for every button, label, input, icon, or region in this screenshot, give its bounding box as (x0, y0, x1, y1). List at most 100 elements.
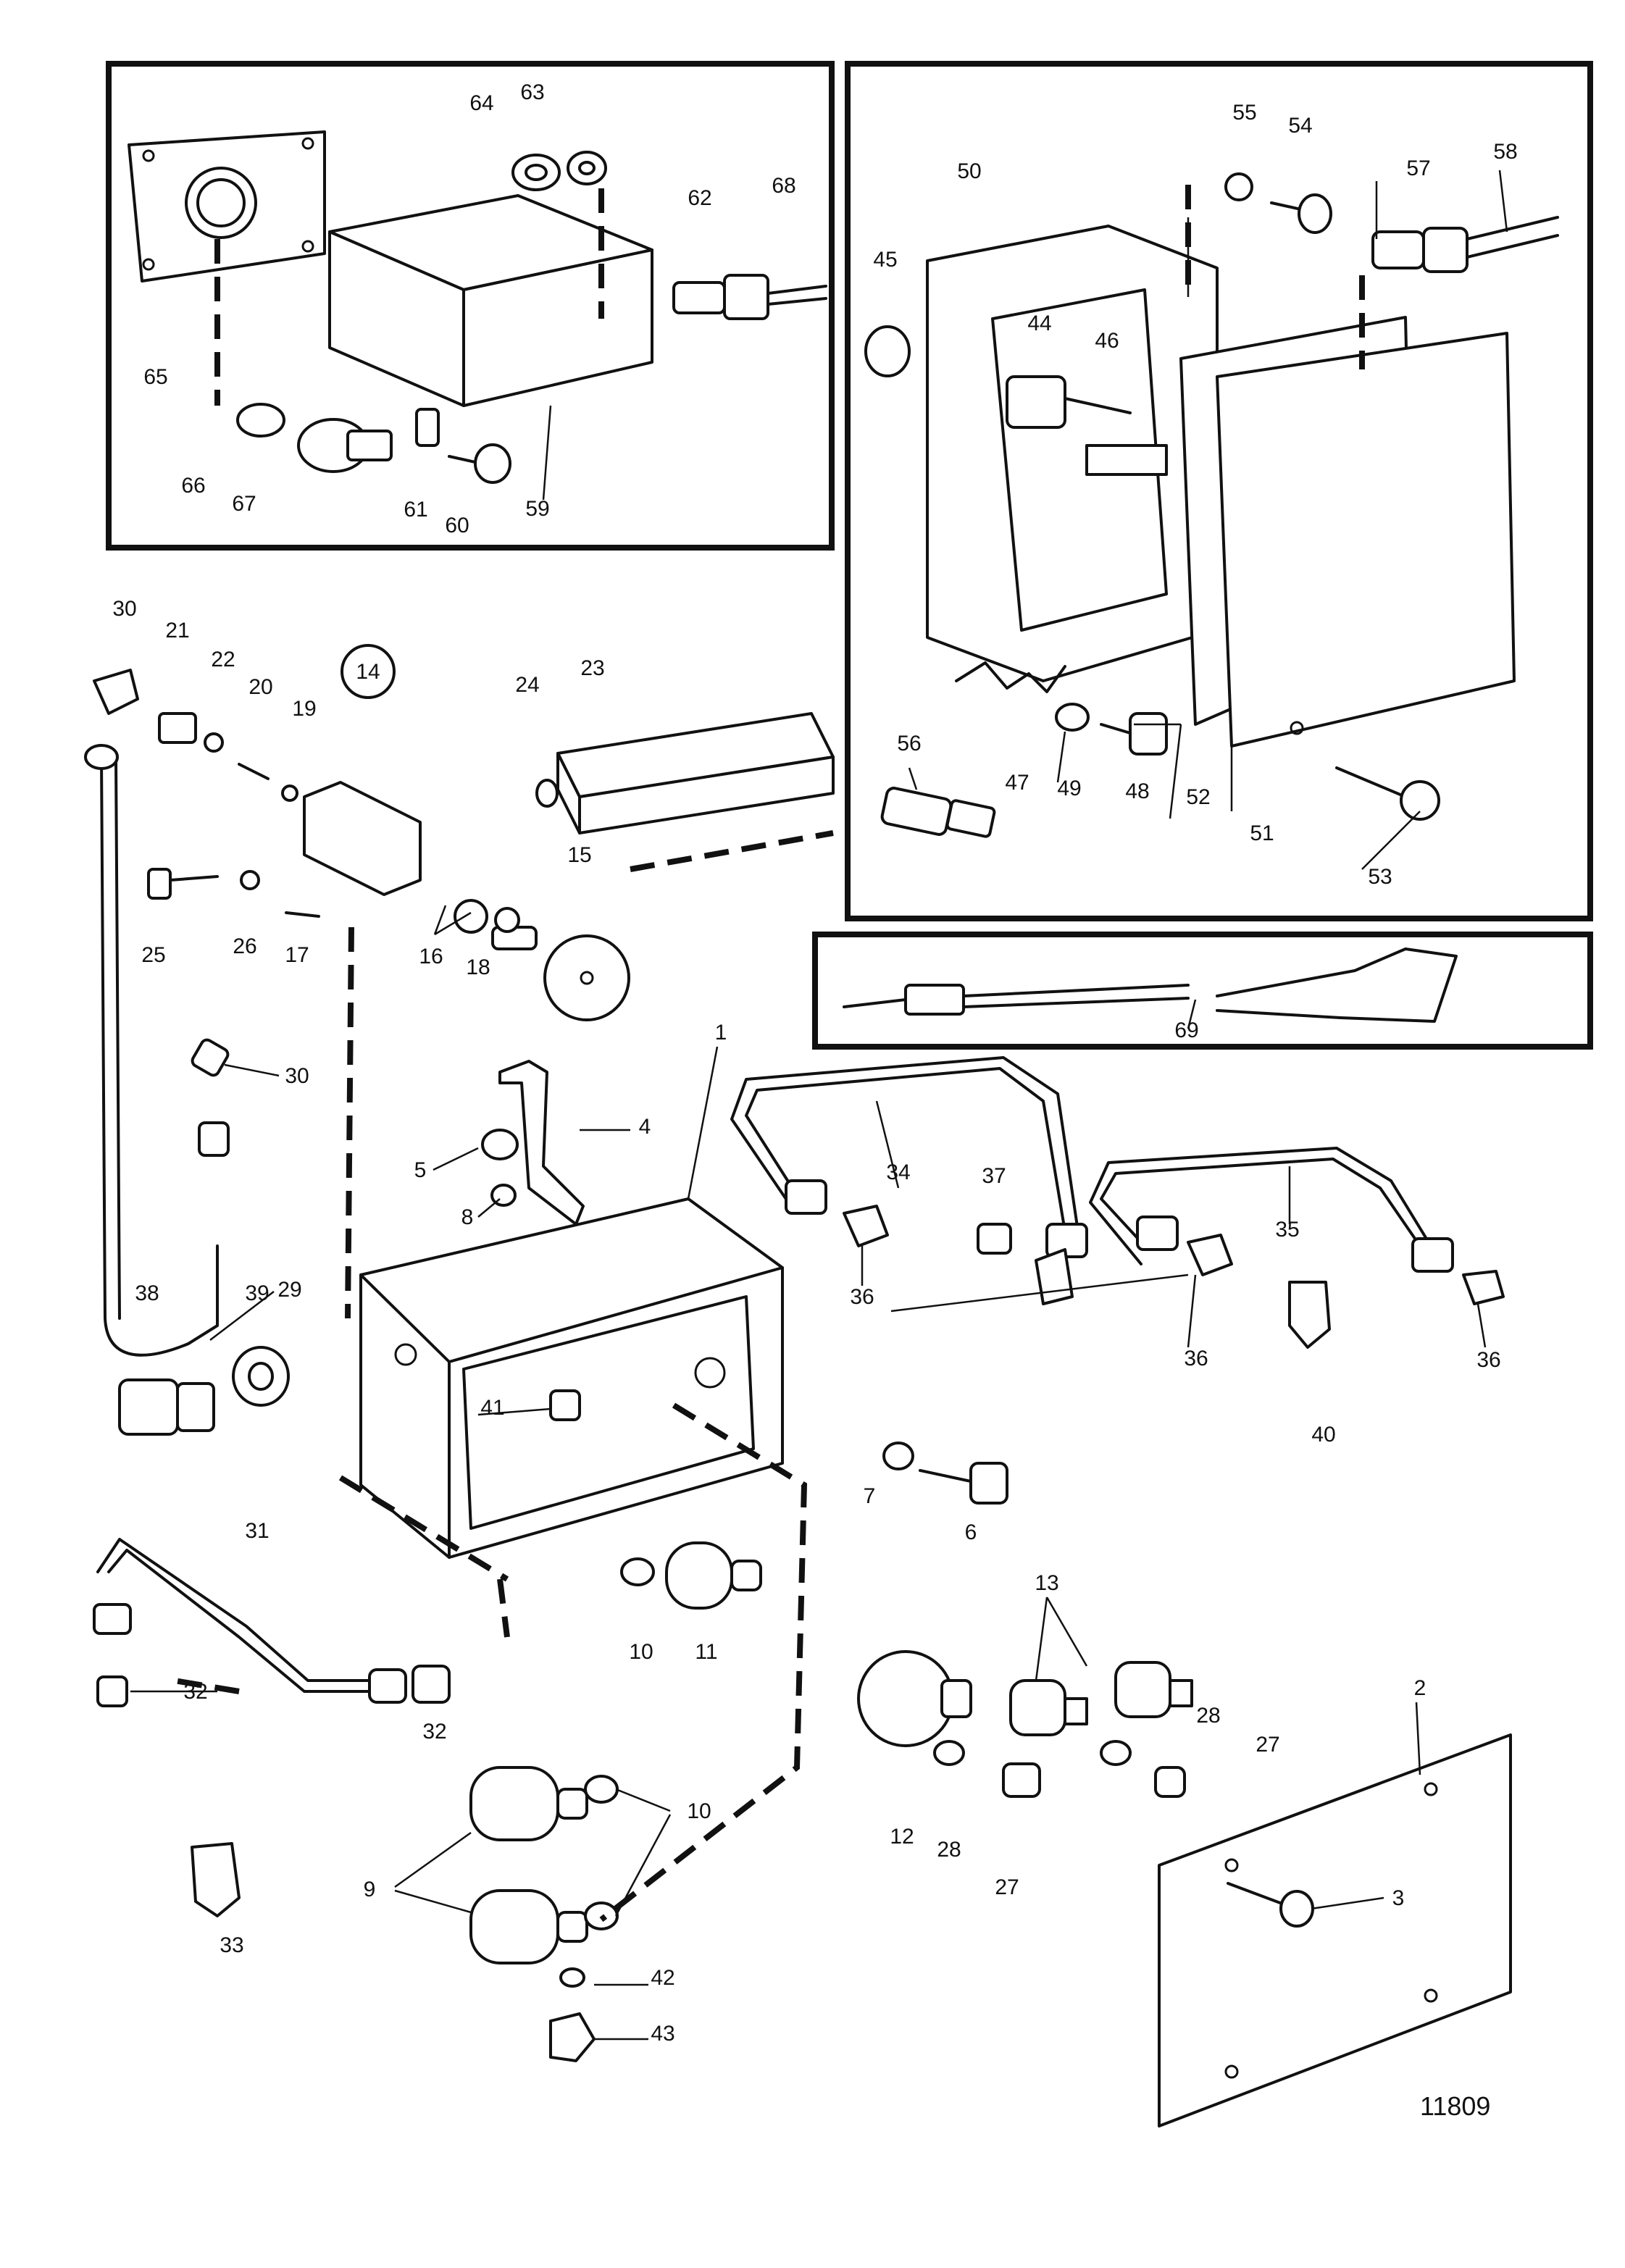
callout-3: 3 (1392, 1886, 1405, 1910)
callout-10b: 10 (687, 1799, 711, 1823)
flange-plate (128, 130, 326, 283)
cable-gland (672, 274, 827, 320)
callout-9: 9 (364, 1878, 376, 1901)
callout-38: 38 (135, 1281, 159, 1305)
callout-30b: 30 (285, 1064, 309, 1088)
callout-64: 64 (469, 91, 493, 115)
callout-24: 24 (515, 673, 539, 697)
drawing-number: 11809 (1420, 2091, 1490, 2121)
callout-23: 23 (580, 656, 604, 680)
callout-61: 61 (404, 498, 427, 522)
callout-25: 25 (141, 943, 165, 967)
callout-59: 59 (525, 497, 549, 521)
inset-top-left (106, 61, 835, 551)
callout-54: 54 (1288, 114, 1312, 138)
callout-12: 12 (890, 1825, 914, 1849)
callout-32b: 32 (422, 1720, 446, 1744)
callout-27a: 27 (1256, 1733, 1279, 1757)
mounting-frame (926, 225, 1219, 682)
callout-15: 15 (567, 843, 591, 867)
callout-53: 53 (1368, 865, 1392, 889)
inset-top-right (845, 61, 1593, 921)
callout-39: 39 (245, 1281, 269, 1305)
callout-43: 43 (651, 2022, 674, 2046)
seal-ring (864, 325, 911, 377)
nut-and-washer (511, 151, 607, 191)
pipe-clip (191, 1842, 241, 1917)
callout-22: 22 (211, 648, 235, 671)
callout-26: 26 (233, 934, 256, 958)
plug (549, 1389, 581, 1421)
callout-17: 17 (285, 943, 309, 967)
temperature-sender (880, 787, 996, 838)
valve-block (303, 712, 835, 896)
callout-33: 33 (220, 1933, 243, 1957)
callout-36a: 36 (850, 1285, 874, 1309)
callout-40: 40 (1311, 1423, 1335, 1447)
callout-56: 56 (897, 732, 921, 756)
callout-57: 57 (1406, 156, 1430, 180)
callout-55: 55 (1232, 101, 1256, 125)
callout-58: 58 (1493, 140, 1517, 164)
box-bolt (882, 1441, 1008, 1505)
callout-11: 11 (695, 1640, 717, 1664)
callout-30a: 30 (112, 597, 136, 621)
callout-48: 48 (1125, 779, 1149, 803)
callout-36b: 36 (1184, 1347, 1208, 1371)
screw-with-washer (1224, 172, 1332, 234)
callout-20: 20 (248, 675, 272, 699)
pressure-switch (236, 403, 393, 473)
callout-50: 50 (957, 159, 981, 183)
small-bolt (147, 868, 520, 934)
callout-67: 67 (232, 492, 256, 516)
callout-16: 16 (419, 945, 443, 968)
oil-pipe (93, 1538, 451, 1707)
hose-clip (1288, 1281, 1331, 1349)
callout-69: 69 (1174, 1018, 1198, 1042)
bulkhead-fitting (118, 1346, 290, 1436)
callout-34: 34 (886, 1160, 910, 1184)
callout-28a: 28 (1196, 1704, 1220, 1728)
hose (84, 744, 230, 1357)
gauge (857, 1650, 1041, 1798)
switches (1009, 1661, 1193, 1798)
oil-pressure-sender (620, 1541, 762, 1610)
callout-28b: 28 (937, 1838, 961, 1862)
callout-62: 62 (688, 186, 711, 210)
screw (1335, 766, 1440, 821)
cable-gland-2 (1371, 216, 1559, 273)
callout-47: 47 (1005, 771, 1029, 795)
pressure-senders (469, 1766, 619, 2062)
callout-5: 5 (414, 1158, 427, 1182)
callout-44: 44 (1027, 311, 1051, 335)
cover-plate (1158, 1733, 1512, 2127)
callout-4: 4 (639, 1115, 651, 1139)
callout-60: 60 (445, 514, 469, 537)
callout-51: 51 (1250, 821, 1274, 845)
callout-42: 42 (651, 1966, 674, 1990)
instrument-box (359, 1197, 784, 1559)
gauge-valve (491, 926, 630, 1021)
sensor-box (328, 194, 653, 407)
callout-1: 1 (715, 1021, 727, 1045)
callout-29: 29 (277, 1278, 301, 1302)
bolt (415, 408, 511, 484)
callout-19: 19 (292, 697, 316, 721)
leader-lines (130, 170, 1508, 2041)
callout-10a: 10 (629, 1640, 653, 1664)
callout-13: 13 (1035, 1571, 1058, 1595)
callout-46: 46 (1095, 329, 1119, 353)
callout-37: 37 (982, 1164, 1006, 1188)
pipe-set (730, 1056, 1505, 1305)
callout-36c: 36 (1476, 1348, 1500, 1372)
callout-45: 45 (873, 248, 897, 272)
callout-63: 63 (520, 80, 544, 104)
callout-2: 2 (1414, 1676, 1426, 1700)
callout-52: 52 (1186, 785, 1210, 809)
callout-21: 21 (165, 619, 189, 643)
callouts: 1 2 3 4 5 6 7 8 9 10 10 10 11 12 13 14 1… (112, 80, 1517, 2046)
callout-27b: 27 (995, 1875, 1019, 1899)
callout-14-circle (341, 644, 396, 699)
callout-66: 66 (181, 474, 205, 498)
